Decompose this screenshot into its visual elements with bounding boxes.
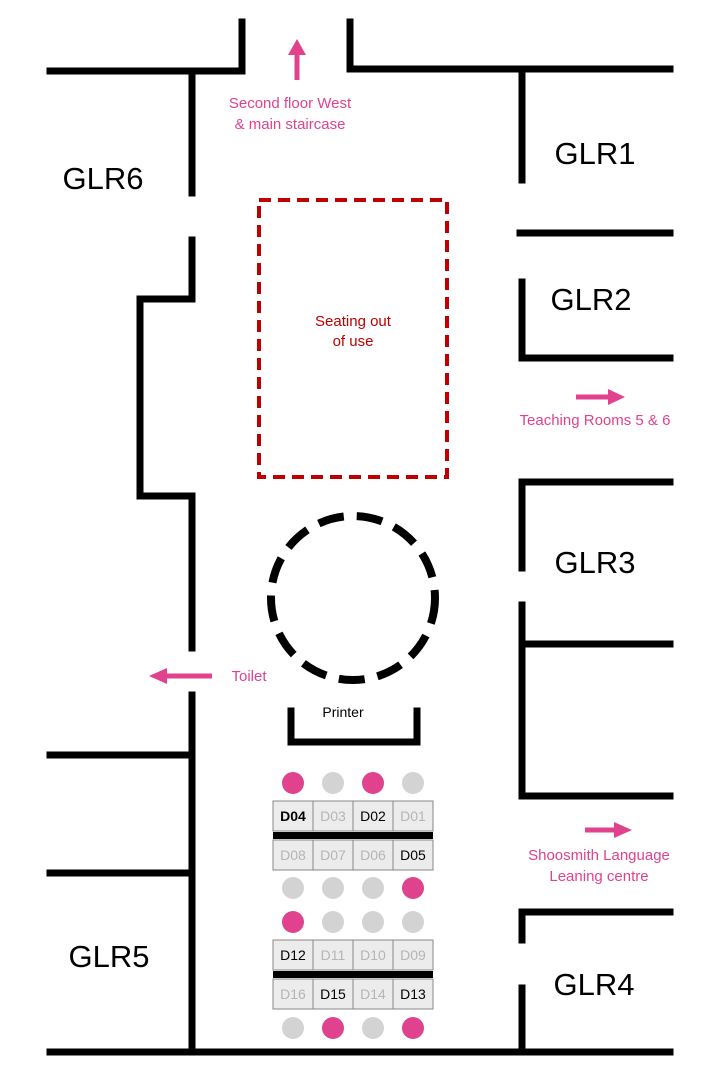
desk-cell[interactable] bbox=[392, 939, 434, 971]
desk-cell[interactable] bbox=[392, 800, 434, 832]
round-table bbox=[267, 512, 439, 684]
room-label-glr2: GLR2 bbox=[551, 282, 632, 317]
seat-dot[interactable] bbox=[402, 1017, 424, 1039]
desk-divider bbox=[273, 971, 433, 978]
desk-cell[interactable] bbox=[352, 978, 394, 1010]
teaching-rooms-label: Teaching Rooms 5 & 6 bbox=[520, 412, 671, 429]
desk-label: D03 bbox=[320, 808, 346, 824]
room-label-glr6: GLR6 bbox=[63, 161, 144, 196]
seat-dot[interactable] bbox=[322, 772, 344, 794]
desk-label: D02 bbox=[360, 808, 386, 824]
room-label-glr1: GLR1 bbox=[555, 136, 636, 171]
desk-label: D10 bbox=[360, 947, 386, 963]
desk-label: D13 bbox=[400, 986, 426, 1002]
desk-cell[interactable] bbox=[272, 978, 314, 1010]
desk-cell[interactable] bbox=[272, 939, 314, 971]
arrow-up-icon bbox=[288, 39, 306, 80]
seat-dot[interactable] bbox=[282, 772, 304, 794]
shoosmith-label-line1: Shoosmith Language bbox=[528, 847, 670, 864]
seat-dot[interactable] bbox=[322, 911, 344, 933]
desk-label: D04 bbox=[280, 808, 306, 824]
closed-seating-label-line2: of use bbox=[333, 333, 374, 350]
desk-label: D08 bbox=[280, 847, 306, 863]
room-label-glr3: GLR3 bbox=[555, 545, 636, 580]
desk-label: D11 bbox=[321, 947, 346, 963]
seat-dot[interactable] bbox=[282, 911, 304, 933]
desk-cell[interactable] bbox=[352, 939, 394, 971]
desk-label: D14 bbox=[360, 986, 386, 1002]
seat-dot[interactable] bbox=[362, 1017, 384, 1039]
seat-dot[interactable] bbox=[402, 772, 424, 794]
desk-label: D09 bbox=[400, 947, 426, 963]
closed-seating-area bbox=[257, 198, 449, 479]
desk-cell[interactable] bbox=[272, 839, 314, 871]
desk-cell[interactable] bbox=[312, 978, 354, 1010]
desk-label: D15 bbox=[320, 986, 346, 1002]
seat-dot[interactable] bbox=[322, 877, 344, 899]
closed-seating-label-line1: Seating out bbox=[315, 313, 392, 330]
printer-label: Printer bbox=[322, 704, 364, 720]
room-label-glr5: GLR5 bbox=[69, 939, 150, 974]
seat-dot[interactable] bbox=[362, 772, 384, 794]
arrow-right-icon bbox=[576, 389, 625, 405]
seat-dot[interactable] bbox=[282, 877, 304, 899]
toilet-label: Toilet bbox=[231, 668, 267, 685]
seat-dot[interactable] bbox=[402, 877, 424, 899]
north-direction-label-line1: Second floor West bbox=[229, 95, 352, 112]
seat-dot[interactable] bbox=[282, 1017, 304, 1039]
desk-cell[interactable] bbox=[312, 839, 354, 871]
arrow-right-icon bbox=[585, 822, 632, 838]
desk-label: D07 bbox=[320, 847, 346, 863]
desk-label: D05 bbox=[400, 847, 426, 863]
desk-cell[interactable] bbox=[312, 939, 354, 971]
desk-label: D16 bbox=[280, 986, 306, 1002]
desk-cell[interactable] bbox=[392, 978, 434, 1010]
seat-dot[interactable] bbox=[322, 1017, 344, 1039]
desk-cell[interactable] bbox=[392, 839, 434, 871]
seat-dot[interactable] bbox=[362, 877, 384, 899]
north-direction-label-line2: & main staircase bbox=[235, 116, 346, 133]
shoosmith-label-line2: Leaning centre bbox=[549, 868, 648, 885]
desk-divider bbox=[273, 832, 433, 839]
room-label-glr4: GLR4 bbox=[554, 967, 635, 1002]
walls bbox=[46, 18, 674, 1056]
desk-label: D01 bbox=[400, 808, 426, 824]
desk-label: D12 bbox=[280, 947, 306, 963]
seat-dot[interactable] bbox=[402, 911, 424, 933]
seat-dot[interactable] bbox=[362, 911, 384, 933]
desk-label: D06 bbox=[360, 847, 386, 863]
arrow-left-icon bbox=[149, 668, 212, 684]
